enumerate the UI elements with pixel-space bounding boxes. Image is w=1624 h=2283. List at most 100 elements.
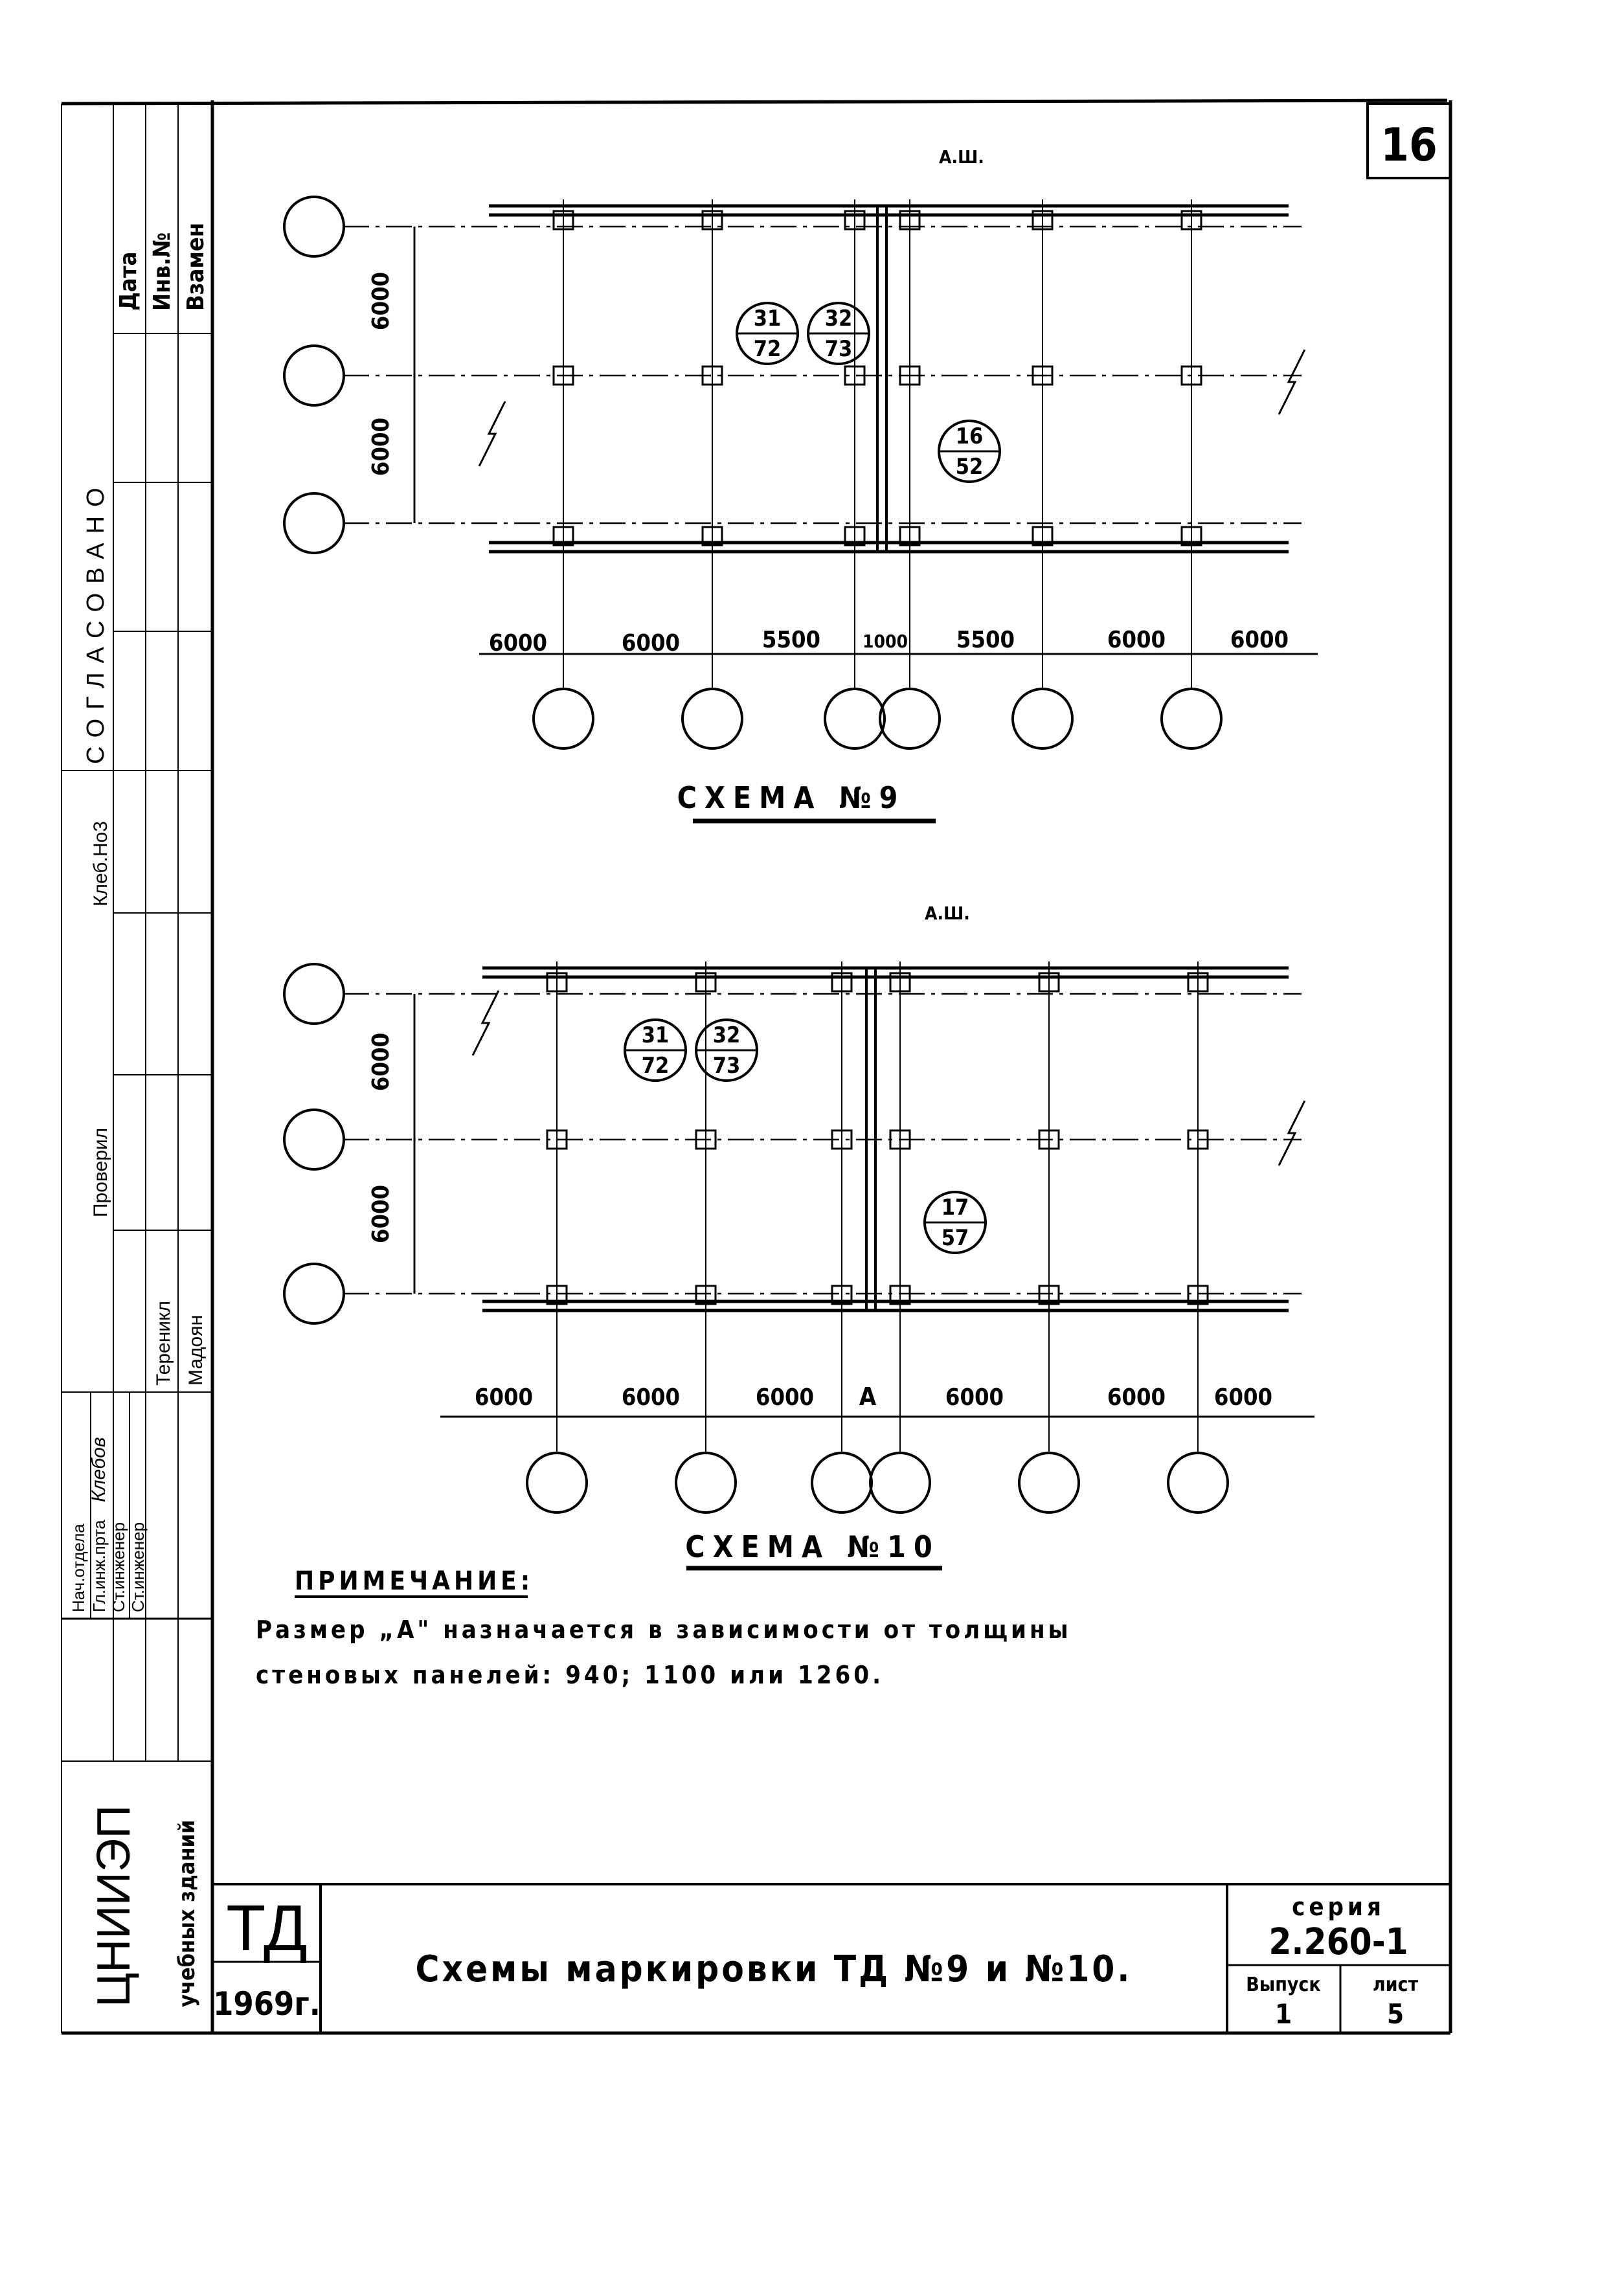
scheme-9-column-5-2	[1032, 365, 1054, 386]
scheme-10-column-4-1	[889, 972, 911, 993]
scheme-9-column-1-1	[552, 210, 574, 231]
scheme-9-dim-v2: 6000	[368, 418, 394, 476]
scheme-10-mark-a-bottom: 72	[642, 1053, 670, 1079]
scheme-9-axis-bubble-col-6	[1160, 688, 1223, 750]
note-title: ПРИМЕЧАНИЕ:	[295, 1566, 534, 1596]
scheme-10-mark-b-circle	[695, 1018, 758, 1082]
scheme-10-axis-bubble-col-4	[869, 1452, 931, 1514]
scheme-10-columns	[546, 972, 1209, 1305]
stamp-replace-label: Взамен	[183, 223, 209, 311]
scheme-10-mark-b-top: 32	[713, 1022, 741, 1048]
scheme-9-mark-b-top: 32	[825, 306, 853, 332]
scheme-10-break-right	[1278, 1100, 1306, 1166]
scheme-9-column-6-3	[1180, 526, 1202, 546]
scheme-10-column-3-3	[831, 1285, 853, 1305]
note-block: ПРИМЕЧАНИЕ: Размер „А" назначается в зав…	[256, 1566, 1068, 1689]
scheme-10-column-5-3	[1038, 1285, 1060, 1305]
scheme-9-mark-c-circle	[938, 420, 1001, 483]
scheme-10-title: СХЕМА №10	[685, 1529, 940, 1564]
scheme-9-column-1-3	[552, 526, 574, 546]
scheme-9-axis-bubble-col-4	[879, 688, 941, 750]
sheet-value: 5	[1387, 1998, 1404, 2030]
scheme-9-column-5-3	[1032, 526, 1054, 546]
scheme-9-dim-h7: 6000	[1230, 627, 1289, 653]
scheme-9-dim-h3: 5500	[762, 627, 820, 653]
scheme-10-dim-h4: А	[859, 1382, 877, 1411]
scheme-9-column-2-2	[701, 365, 723, 386]
scheme-10-column-2-1	[695, 972, 717, 993]
scheme-10-mark-a-top: 31	[642, 1022, 670, 1048]
scheme-9-mark-a-bottom: 72	[754, 336, 782, 362]
title-text: Схемы маркировки ТД №9 и №10.	[416, 1948, 1133, 1990]
stamp-checked-label: Проверил	[90, 1128, 111, 1217]
scheme-10-dim-h1: 6000	[475, 1384, 533, 1411]
scheme-9-dim-v1: 6000	[368, 272, 394, 330]
scheme-9-dim-h6: 6000	[1107, 627, 1166, 653]
scheme-10-column-3-1	[831, 972, 853, 993]
scheme-10-column-1-3	[546, 1285, 568, 1305]
scheme-10-axis-bubble-row-2	[283, 1108, 345, 1171]
scheme-10-mark-c-bottom: 57	[942, 1225, 969, 1251]
scheme-10-column-6-1	[1187, 972, 1209, 993]
scheme-9-break-left	[478, 401, 506, 467]
scheme-10-column-4-2	[889, 1129, 911, 1150]
scheme-9-mark-b-circle	[807, 302, 870, 365]
scheme-9-mark-b-bottom: 73	[825, 336, 853, 362]
scheme-10-dim-v1: 6000	[368, 1033, 394, 1091]
title-code: ТД	[226, 1892, 308, 1964]
scheme-9-column-4-2	[899, 365, 921, 386]
scheme-10-mark-a-circle	[624, 1018, 687, 1082]
scheme-9-mark-c-top: 16	[956, 423, 984, 449]
scheme-9-axis-bubble-col-3	[824, 688, 886, 750]
scheme-9-column-4-3	[899, 526, 921, 546]
scheme-9-axis-bubble-row-3	[283, 492, 345, 554]
scheme-10-dim-h5: 6000	[945, 1384, 1004, 1411]
scheme-10-column-5-2	[1038, 1129, 1060, 1150]
scheme-9-dim-h1: 6000	[489, 630, 547, 657]
stamp-role-4: Ст.инженер	[128, 1522, 148, 1612]
page-number-box: 16	[1366, 102, 1452, 179]
scheme-10-dim-h6: 6000	[1107, 1384, 1166, 1411]
scheme-10-axis-bubble-col-2	[675, 1452, 737, 1514]
scheme-10-mark-c-circle	[923, 1191, 987, 1254]
scheme-9-columns	[552, 210, 1202, 546]
stamp-role-2: Гл.инж.прта	[89, 1520, 109, 1612]
scheme-9-dim-h2: 6000	[622, 630, 680, 657]
scheme-10-column-2-3	[695, 1285, 717, 1305]
scheme-9-column-5-1	[1032, 210, 1054, 231]
stamp-name-1: Клебов	[88, 1437, 109, 1502]
scheme-10-drawing: А.Ш. 6000 6000 6000 6000 6000 А 6000 600…	[283, 903, 1314, 1571]
sheet-label: лист	[1373, 1974, 1419, 1996]
scheme-10-column-6-3	[1187, 1285, 1209, 1305]
stamp-org-line1: ЦНИИЭП	[88, 1805, 140, 2007]
left-stamp: Дата Инв.№ Взамен СОГЛАСОВАНО Клеб.Но3 П…	[62, 104, 212, 2034]
scheme-10-column-6-2	[1187, 1129, 1209, 1150]
scheme-9-axis-bubble-col-1	[532, 688, 594, 750]
scheme-10-axis-label: А.Ш.	[925, 903, 970, 924]
scheme-10-axis-bubble-row-1	[283, 963, 345, 1025]
scheme-10-dim-v2: 6000	[368, 1185, 394, 1243]
scheme-9-axis-bubble-col-5	[1011, 688, 1074, 750]
scheme-10-column-5-1	[1038, 972, 1060, 993]
scheme-10-dim-h3: 6000	[756, 1384, 814, 1411]
scheme-9-linework	[283, 196, 1318, 750]
scheme-9-column-3-2	[844, 365, 866, 386]
scheme-9-mark-a-circle	[736, 302, 799, 365]
scheme-9-mark-a-top: 31	[754, 306, 782, 332]
scheme-9-axis-bubble-row-2	[283, 344, 345, 407]
scheme-10-axis-bubble-row-3	[283, 1263, 345, 1325]
scheme-9-axis-label: А.Ш.	[939, 146, 984, 168]
scheme-9-column-6-2	[1180, 365, 1202, 386]
issue-value: 1	[1275, 1998, 1292, 2030]
stamp-org-line2: учебных зданий	[174, 1820, 200, 2007]
scheme-10-linework	[283, 962, 1314, 1514]
scheme-10-column-1-1	[546, 972, 568, 993]
stamp-extra-label: Клеб.Но3	[90, 821, 111, 906]
stamp-date-label: Дата	[115, 252, 142, 311]
scheme-9-column-6-1	[1180, 210, 1202, 231]
scheme-9-axis-bubble-row-1	[283, 196, 345, 258]
scheme-9-column-1-2	[552, 365, 574, 386]
scheme-10-axis-bubble-col-5	[1018, 1452, 1080, 1514]
scheme-9-column-2-1	[701, 210, 723, 231]
